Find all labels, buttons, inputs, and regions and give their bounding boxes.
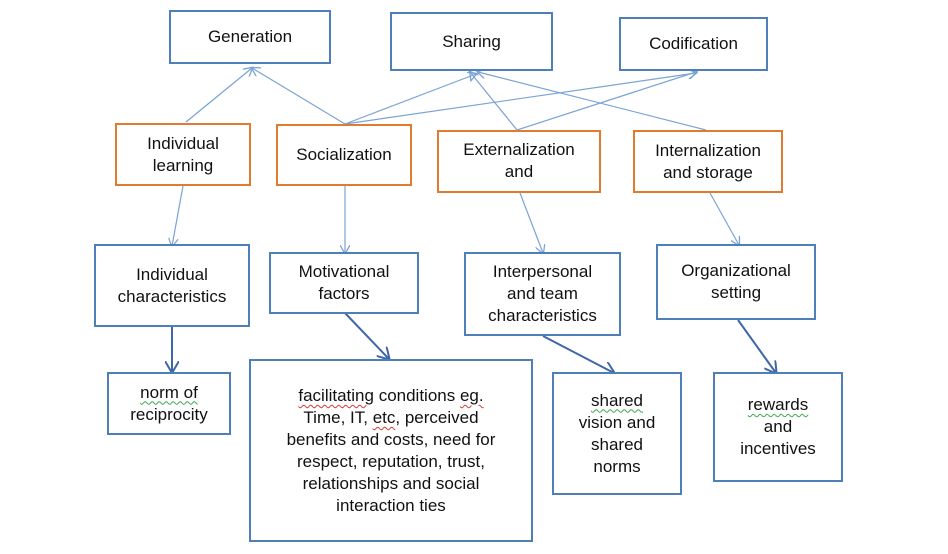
internalization-line-2: and storage [663,162,753,182]
edge-externalization-to-interpersonal [519,192,543,253]
shared-line-4: norms [593,456,641,476]
individual-learning-box: Individual learning [115,123,251,186]
shared-line-3: shared [591,434,643,454]
edge-externalization-to-sharing [470,72,518,131]
edge-organizational-to-rewards [737,319,776,373]
facilitating-word: facilitating [298,386,374,405]
edge-internalization-to-sharing [478,72,707,131]
norm-line-1: norm of [140,382,198,402]
individual-characteristics-line-2: characteristics [117,286,227,306]
interpersonal-team-box: Interpersonal and team characteristics [464,252,621,336]
externalization-line-2: and [504,162,534,181]
externalization-line-1: Externalization [463,140,575,159]
conditions-word: conditions [373,386,460,405]
eg-word: eg. [459,386,484,405]
generation-label: Generation [207,27,293,46]
interpersonal-line-2: and team [507,284,578,303]
individual-characteristics-line-1: Individual [136,264,208,284]
edge-learning-to-individual [172,185,184,246]
shared-line-2: vision and [578,412,656,432]
edge-motivational-to-facilitating [344,312,389,359]
individual-learning-line-1: Individual [147,133,219,153]
individual-learning-line-2: learning [152,155,214,175]
rewards-line-1: rewards [747,395,809,414]
externalization-box: Externalization and [437,130,601,193]
facilitating-line-5: relationships and social [302,474,480,493]
motivational-factors-box: Motivational factors [269,252,419,314]
edge-learning-to-generation [185,68,252,123]
organizational-line-2: setting [710,283,762,302]
rewards-incentives-box: rewards and incentives [713,372,843,482]
edge-internalization-to-organizational [709,192,739,245]
sharing-box: Sharing [390,12,553,71]
time-it-text: Time, IT, [303,408,373,427]
interpersonal-line-1: Interpersonal [492,262,593,281]
edge-socialization-to-sharing [344,74,476,125]
shared-vision-box: shared vision and shared norms [552,372,682,495]
socialization-box: Socialization [276,124,412,186]
facilitating-line-1: facilitating conditions eg. [287,385,496,407]
internalization-line-1: Internalization [655,140,761,160]
norm-of-reciprocity-box: norm of reciprocity [107,372,231,435]
edge-socialization-to-generation [252,68,346,125]
interpersonal-line-3: characteristics [488,306,597,325]
norm-line-2: reciprocity [130,404,208,424]
shared-line-1: shared [591,390,643,410]
generation-box: Generation [169,10,331,64]
facilitating-line-2: Time, IT, etc, perceived [287,407,496,429]
socialization-label: Socialization [296,145,392,164]
facilitating-conditions-box: facilitating conditions eg. Time, IT, et… [249,359,533,542]
facilitating-line-6: interaction ties [336,496,446,515]
individual-characteristics-box: Individual characteristics [94,244,250,327]
motivational-factors-line-2: factors [318,284,370,303]
etc-word: etc [372,408,396,427]
organizational-line-1: Organizational [681,261,791,280]
rewards-line-3: incentives [740,439,816,458]
facilitating-line-3: benefits and costs, need for [286,430,496,449]
edge-socialization-to-codification [344,73,696,125]
edge-externalization-to-codification [516,72,696,131]
sharing-label: Sharing [442,31,501,51]
motivational-factors-line-1: Motivational [298,262,390,281]
internalization-box: Internalization and storage [633,130,783,193]
edge-interpersonal-to-shared [542,335,614,373]
codification-box: Codification [619,17,768,71]
rewards-line-2: and [763,417,793,436]
perceived-text: , perceived [395,408,479,427]
codification-label: Codification [649,34,738,53]
facilitating-line-4: respect, reputation, trust, [296,452,486,471]
organizational-setting-box: Organizational setting [656,244,816,320]
